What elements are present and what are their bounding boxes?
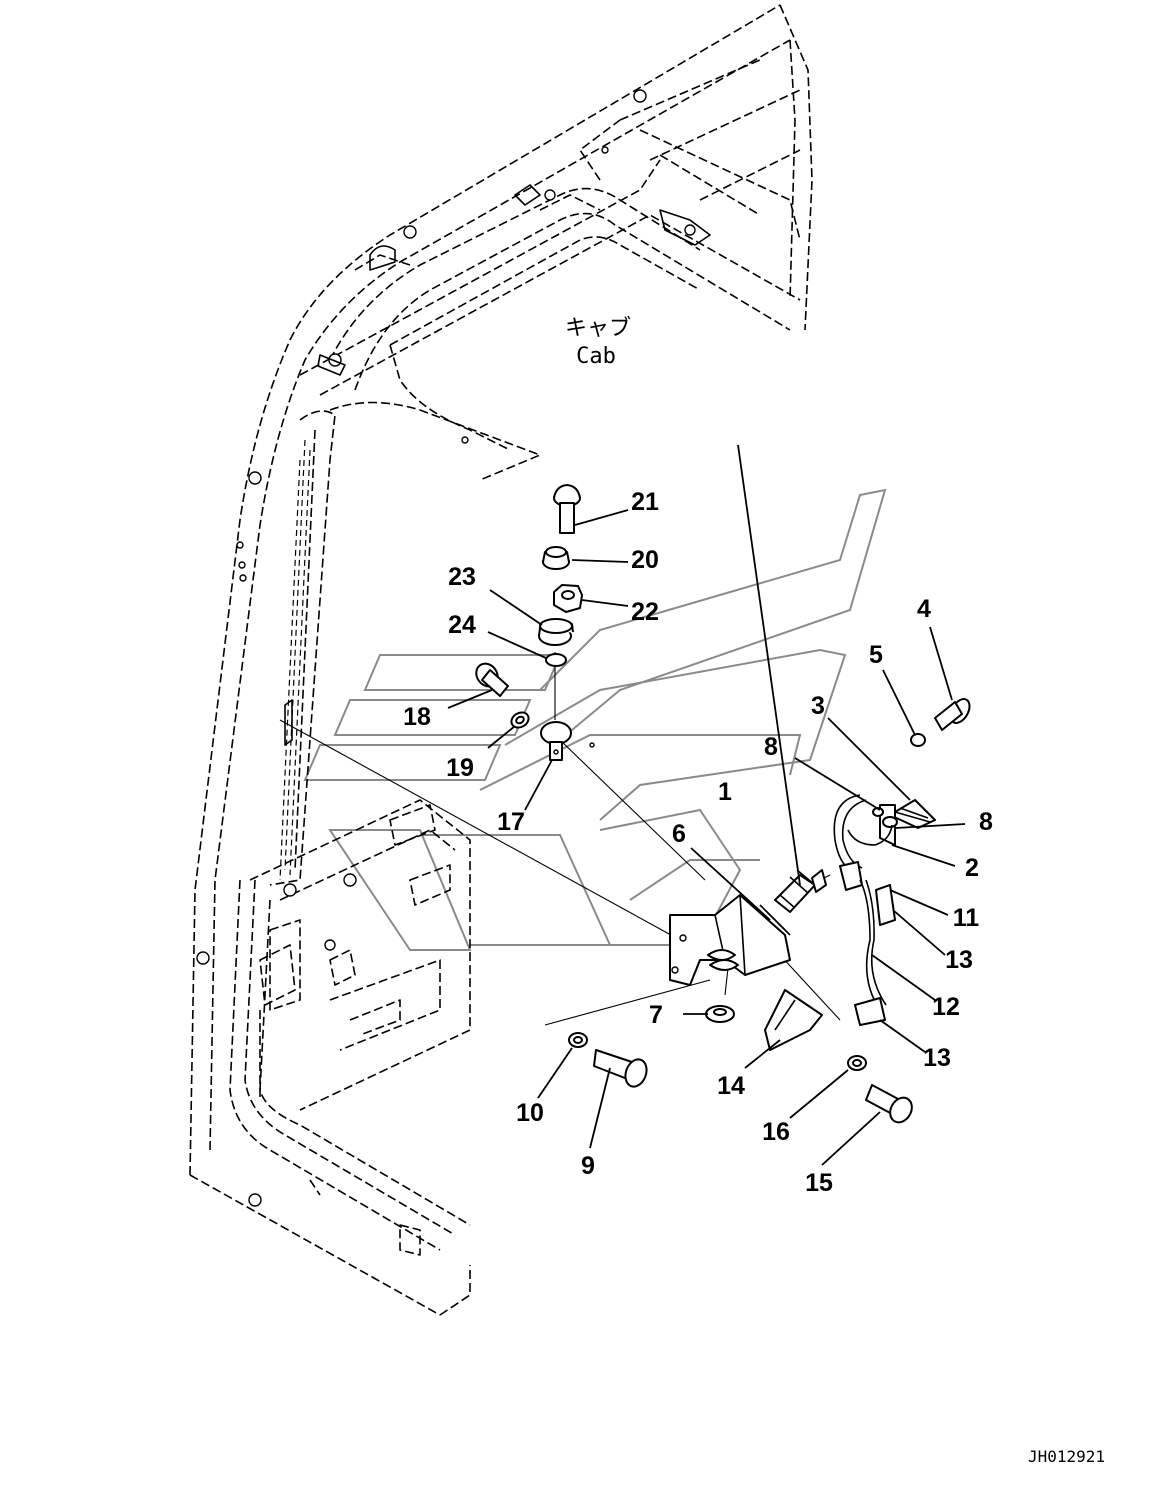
leader-lines	[447, 444, 966, 1166]
callout-7: 7	[649, 1001, 663, 1029]
callout-12: 12	[932, 993, 960, 1021]
callout-3: 3	[811, 692, 825, 720]
part-3-spring	[889, 799, 936, 829]
part-14-cover	[764, 989, 823, 1051]
part-23-bushing	[538, 618, 574, 646]
callout-10: 10	[516, 1099, 544, 1127]
part-1-connector	[774, 869, 827, 913]
callout-22: 22	[631, 598, 659, 626]
part-20-nut	[542, 546, 570, 570]
callouts: 21 20 22 23 24 18 19 17 4 5 3 8 8 2 1 6 …	[403, 488, 993, 1197]
callout-8-upper: 8	[764, 733, 778, 761]
callout-13-lower: 13	[923, 1044, 951, 1072]
cab-frame	[189, 4, 813, 1316]
part-24-washer	[545, 653, 567, 667]
part-4-bolt	[934, 698, 971, 731]
part-6-bracket	[669, 894, 791, 986]
part-9-bolt	[593, 1049, 648, 1088]
callout-2: 2	[965, 854, 979, 882]
callout-5: 5	[869, 641, 883, 669]
part-7-grommet	[705, 1005, 735, 1023]
callout-11: 11	[953, 904, 980, 932]
callout-21: 21	[631, 488, 659, 516]
part-22-hex-nut	[553, 584, 583, 613]
callout-14: 14	[717, 1072, 745, 1100]
callout-13-upper: 13	[945, 946, 973, 974]
part-18-bolt	[475, 662, 509, 697]
cab-label: キャブ Cab	[565, 316, 631, 369]
callout-8-right: 8	[979, 808, 993, 836]
part-8-washers	[872, 807, 898, 828]
part-16-washer	[847, 1055, 867, 1071]
cab-label-english: Cab	[576, 344, 616, 369]
part-21-bolt	[553, 484, 581, 534]
callout-16: 16	[762, 1118, 790, 1146]
part-17-pin	[540, 721, 595, 761]
callout-20: 20	[631, 546, 659, 574]
callout-18: 18	[403, 703, 431, 731]
callout-1: 1	[718, 778, 732, 806]
callout-9: 9	[581, 1152, 595, 1180]
cab-label-japanese: キャブ	[565, 316, 631, 341]
callout-24: 24	[448, 611, 476, 639]
drawing-number: JH012921	[1028, 1447, 1105, 1466]
callout-23: 23	[448, 563, 476, 591]
callout-6: 6	[672, 820, 686, 848]
parts	[475, 484, 971, 1124]
part-12-wire-harness	[833, 794, 896, 1026]
part-15-bolt	[865, 1084, 913, 1124]
callout-19: 19	[446, 754, 474, 782]
part-19-washer	[510, 711, 530, 729]
callout-15: 15	[805, 1169, 833, 1197]
part-5-washer	[910, 733, 926, 747]
watermark-logo	[303, 488, 887, 951]
callout-4: 4	[917, 595, 931, 623]
part-10-washer	[568, 1032, 588, 1048]
callout-17: 17	[497, 808, 525, 836]
